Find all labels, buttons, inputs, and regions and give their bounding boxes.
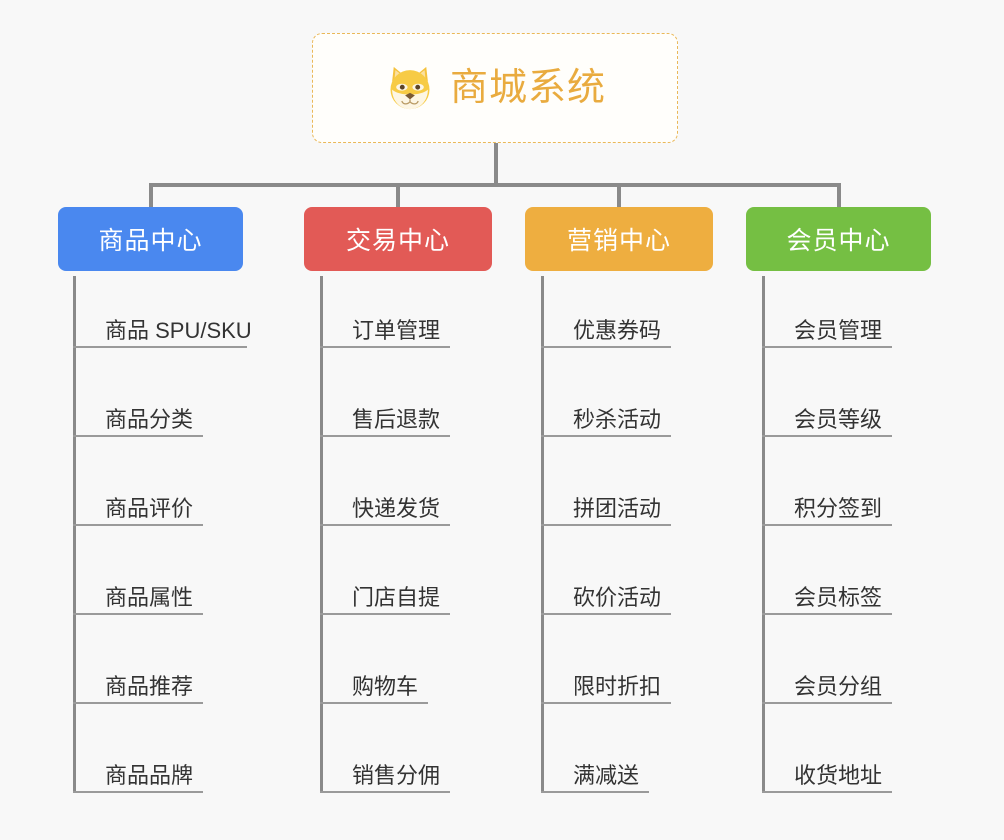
leaf-label: 限时折扣: [573, 674, 662, 699]
category-box-trade-center[interactable]: 交易中心: [304, 207, 492, 271]
leaf-underline: [320, 346, 450, 348]
leaf-underline: [541, 613, 671, 615]
leaf-underline: [762, 435, 892, 437]
leaf-underline: [320, 435, 450, 437]
leaf-underline: [541, 702, 671, 704]
leaf-label: 商品分类: [105, 407, 194, 432]
connector-drop-marketing-center: [617, 183, 621, 207]
leaf-label: 商品属性: [105, 585, 194, 610]
category-label-marketing-center: 营销中心: [566, 227, 671, 255]
column-spine-member-center: [762, 276, 765, 793]
leaf-underline: [73, 346, 247, 348]
category-box-marketing-center[interactable]: 营销中心: [525, 207, 713, 271]
leaf-underline: [541, 524, 671, 526]
leaf-underline: [73, 702, 203, 704]
leaf-label: 会员等级: [794, 407, 883, 432]
leaf-underline: [73, 791, 203, 793]
leaf-underline: [320, 791, 450, 793]
column-spine-marketing-center: [541, 276, 544, 793]
root-title: 商城系统: [449, 67, 606, 109]
leaf-label: 收货地址: [794, 763, 883, 788]
leaf-label: 会员分组: [794, 674, 883, 699]
leaf-label: 拼团活动: [573, 496, 662, 521]
leaf-underline: [541, 791, 649, 793]
leaf-underline: [762, 524, 892, 526]
leaf-underline: [541, 346, 671, 348]
leaf-underline: [762, 613, 892, 615]
leaf-underline: [320, 702, 428, 704]
root-node[interactable]: 商城系统: [312, 33, 678, 143]
connector-root-stem: [494, 143, 498, 185]
leaf-label: 优惠券码: [573, 318, 662, 343]
leaf-underline: [762, 702, 892, 704]
leaf-label: 商品推荐: [105, 674, 194, 699]
connector-horizontal-bus: [149, 183, 837, 187]
leaf-label: 订单管理: [352, 318, 441, 343]
connector-drop-member-center: [836, 183, 841, 207]
leaf-underline: [320, 524, 450, 526]
leaf-label: 销售分佣: [352, 763, 441, 788]
connector-drop-product-center: [148, 183, 153, 207]
column-spine-trade-center: [320, 276, 323, 793]
leaf-label: 商品 SPU/SKU: [105, 318, 252, 343]
leaf-underline: [73, 613, 203, 615]
connector-drop-trade-center: [396, 183, 400, 207]
leaf-underline: [762, 791, 892, 793]
leaf-underline: [541, 435, 671, 437]
shiba-dog-face-icon: [384, 62, 436, 114]
leaf-label: 会员标签: [794, 585, 883, 610]
leaf-label: 积分签到: [794, 496, 883, 521]
leaf-label: 购物车: [352, 674, 419, 699]
category-box-product-center[interactable]: 商品中心: [58, 207, 243, 271]
leaf-label: 售后退款: [352, 407, 441, 432]
leaf-label: 快递发货: [352, 496, 441, 521]
leaf-underline: [73, 524, 203, 526]
leaf-label: 会员管理: [794, 318, 883, 343]
leaf-underline: [320, 613, 450, 615]
leaf-label: 砍价活动: [573, 585, 662, 610]
leaf-underline: [73, 435, 203, 437]
leaf-label: 商品品牌: [105, 763, 194, 788]
category-box-member-center[interactable]: 会员中心: [746, 207, 931, 271]
leaf-label: 商品评价: [105, 496, 194, 521]
category-label-trade-center: 交易中心: [345, 227, 450, 255]
category-label-product-center: 商品中心: [98, 227, 203, 255]
leaf-underline: [762, 346, 892, 348]
leaf-label: 满减送: [573, 763, 640, 788]
category-label-member-center: 会员中心: [786, 227, 891, 255]
leaf-label: 门店自提: [352, 585, 441, 610]
column-spine-product-center: [73, 276, 76, 793]
leaf-label: 秒杀活动: [573, 407, 662, 432]
